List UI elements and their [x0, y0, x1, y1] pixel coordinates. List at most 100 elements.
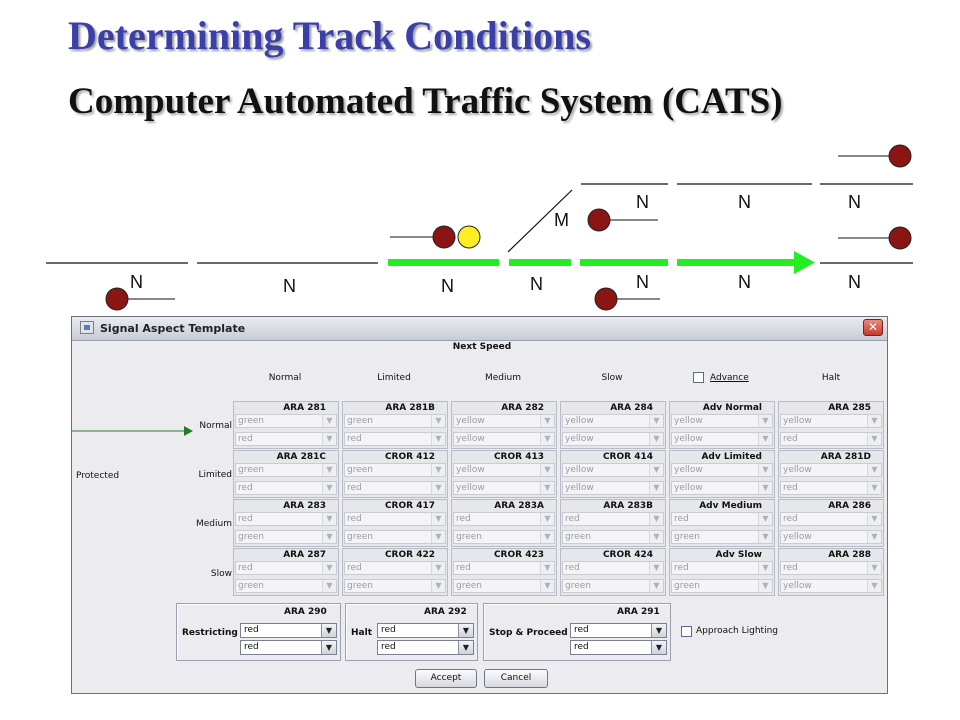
aspect-bottom-select[interactable]: yellow▼ — [453, 481, 555, 495]
aspect-top-select[interactable]: yellow▼ — [780, 463, 882, 477]
chevron-down-icon[interactable]: ▼ — [431, 531, 445, 543]
aspect-bottom-select[interactable]: green▼ — [453, 579, 555, 593]
chevron-down-icon[interactable]: ▼ — [431, 513, 445, 525]
aspect-top-select[interactable]: red▼ — [671, 561, 773, 575]
restricting-bottom-select[interactable]: red▼ — [240, 640, 337, 655]
chevron-down-icon[interactable]: ▼ — [321, 641, 336, 654]
stop-proceed-bottom-select[interactable]: red▼ — [570, 640, 667, 655]
aspect-top-select[interactable]: red▼ — [562, 561, 664, 575]
chevron-down-icon[interactable]: ▼ — [322, 580, 336, 592]
dialog-titlebar[interactable]: Signal Aspect Template ✕ — [72, 317, 887, 341]
chevron-down-icon[interactable]: ▼ — [758, 464, 772, 476]
chevron-down-icon[interactable]: ▼ — [649, 415, 663, 427]
aspect-bottom-select[interactable]: red▼ — [344, 481, 446, 495]
chevron-down-icon[interactable]: ▼ — [322, 464, 336, 476]
accept-button[interactable]: Accept — [415, 669, 477, 688]
chevron-down-icon[interactable]: ▼ — [649, 580, 663, 592]
aspect-bottom-select[interactable]: green▼ — [235, 530, 337, 544]
chevron-down-icon[interactable]: ▼ — [431, 562, 445, 574]
aspect-top-select[interactable]: yellow▼ — [562, 463, 664, 477]
aspect-bottom-select[interactable]: green▼ — [453, 530, 555, 544]
chevron-down-icon[interactable]: ▼ — [649, 482, 663, 494]
chevron-down-icon[interactable]: ▼ — [322, 433, 336, 445]
chevron-down-icon[interactable]: ▼ — [651, 624, 666, 637]
aspect-top-select[interactable]: red▼ — [235, 512, 337, 526]
chevron-down-icon[interactable]: ▼ — [758, 433, 772, 445]
chevron-down-icon[interactable]: ▼ — [540, 513, 554, 525]
chevron-down-icon[interactable]: ▼ — [540, 562, 554, 574]
aspect-bottom-select[interactable]: green▼ — [671, 530, 773, 544]
chevron-down-icon[interactable]: ▼ — [540, 482, 554, 494]
chevron-down-icon[interactable]: ▼ — [458, 624, 473, 637]
aspect-top-select[interactable]: yellow▼ — [780, 414, 882, 428]
approach-lighting-checkbox[interactable] — [681, 626, 692, 637]
aspect-bottom-select[interactable]: green▼ — [235, 579, 337, 593]
aspect-bottom-select[interactable]: red▼ — [235, 481, 337, 495]
aspect-top-select[interactable]: green▼ — [235, 463, 337, 477]
aspect-bottom-select[interactable]: green▼ — [562, 579, 664, 593]
chevron-down-icon[interactable]: ▼ — [431, 433, 445, 445]
aspect-top-select[interactable]: red▼ — [453, 561, 555, 575]
aspect-top-select[interactable]: yellow▼ — [453, 463, 555, 477]
aspect-bottom-select[interactable]: green▼ — [344, 579, 446, 593]
aspect-top-select[interactable]: yellow▼ — [453, 414, 555, 428]
aspect-top-select[interactable]: red▼ — [235, 561, 337, 575]
chevron-down-icon[interactable]: ▼ — [758, 562, 772, 574]
aspect-top-select[interactable]: yellow▼ — [671, 414, 773, 428]
chevron-down-icon[interactable]: ▼ — [867, 513, 881, 525]
aspect-top-select[interactable]: green▼ — [344, 463, 446, 477]
aspect-top-select[interactable]: red▼ — [344, 561, 446, 575]
aspect-bottom-select[interactable]: yellow▼ — [453, 432, 555, 446]
chevron-down-icon[interactable]: ▼ — [758, 531, 772, 543]
chevron-down-icon[interactable]: ▼ — [649, 513, 663, 525]
restricting-top-select[interactable]: red▼ — [240, 623, 337, 638]
aspect-top-select[interactable]: red▼ — [671, 512, 773, 526]
chevron-down-icon[interactable]: ▼ — [322, 513, 336, 525]
stop-proceed-top-select[interactable]: red▼ — [570, 623, 667, 638]
aspect-bottom-select[interactable]: red▼ — [235, 432, 337, 446]
chevron-down-icon[interactable]: ▼ — [431, 580, 445, 592]
chevron-down-icon[interactable]: ▼ — [321, 624, 336, 637]
approach-lighting-label[interactable]: Approach Lighting — [696, 626, 778, 636]
chevron-down-icon[interactable]: ▼ — [540, 415, 554, 427]
chevron-down-icon[interactable]: ▼ — [758, 415, 772, 427]
cancel-button[interactable]: Cancel — [484, 669, 548, 688]
halt-bottom-select[interactable]: red▼ — [377, 640, 474, 655]
chevron-down-icon[interactable]: ▼ — [867, 531, 881, 543]
aspect-top-select[interactable]: red▼ — [344, 512, 446, 526]
advance-label[interactable]: Advance — [710, 373, 749, 383]
chevron-down-icon[interactable]: ▼ — [322, 482, 336, 494]
chevron-down-icon[interactable]: ▼ — [867, 464, 881, 476]
aspect-bottom-select[interactable]: green▼ — [562, 530, 664, 544]
chevron-down-icon[interactable]: ▼ — [649, 433, 663, 445]
aspect-top-select[interactable]: red▼ — [780, 561, 882, 575]
chevron-down-icon[interactable]: ▼ — [431, 464, 445, 476]
chevron-down-icon[interactable]: ▼ — [758, 482, 772, 494]
aspect-bottom-select[interactable]: yellow▼ — [671, 432, 773, 446]
aspect-top-select[interactable]: yellow▼ — [671, 463, 773, 477]
aspect-bottom-select[interactable]: yellow▼ — [562, 481, 664, 495]
aspect-top-select[interactable]: red▼ — [780, 512, 882, 526]
chevron-down-icon[interactable]: ▼ — [867, 433, 881, 445]
aspect-bottom-select[interactable]: yellow▼ — [671, 481, 773, 495]
chevron-down-icon[interactable]: ▼ — [649, 562, 663, 574]
chevron-down-icon[interactable]: ▼ — [649, 531, 663, 543]
chevron-down-icon[interactable]: ▼ — [649, 464, 663, 476]
chevron-down-icon[interactable]: ▼ — [540, 464, 554, 476]
chevron-down-icon[interactable]: ▼ — [322, 531, 336, 543]
aspect-bottom-select[interactable]: red▼ — [780, 481, 882, 495]
aspect-bottom-select[interactable]: yellow▼ — [562, 432, 664, 446]
aspect-top-select[interactable]: yellow▼ — [562, 414, 664, 428]
chevron-down-icon[interactable]: ▼ — [867, 562, 881, 574]
advance-checkbox[interactable] — [693, 372, 704, 383]
chevron-down-icon[interactable]: ▼ — [867, 415, 881, 427]
aspect-bottom-select[interactable]: yellow▼ — [780, 530, 882, 544]
aspect-top-select[interactable]: red▼ — [453, 512, 555, 526]
aspect-bottom-select[interactable]: yellow▼ — [780, 579, 882, 593]
aspect-top-select[interactable]: green▼ — [344, 414, 446, 428]
chevron-down-icon[interactable]: ▼ — [458, 641, 473, 654]
chevron-down-icon[interactable]: ▼ — [322, 415, 336, 427]
chevron-down-icon[interactable]: ▼ — [867, 482, 881, 494]
chevron-down-icon[interactable]: ▼ — [867, 580, 881, 592]
aspect-bottom-select[interactable]: green▼ — [671, 579, 773, 593]
